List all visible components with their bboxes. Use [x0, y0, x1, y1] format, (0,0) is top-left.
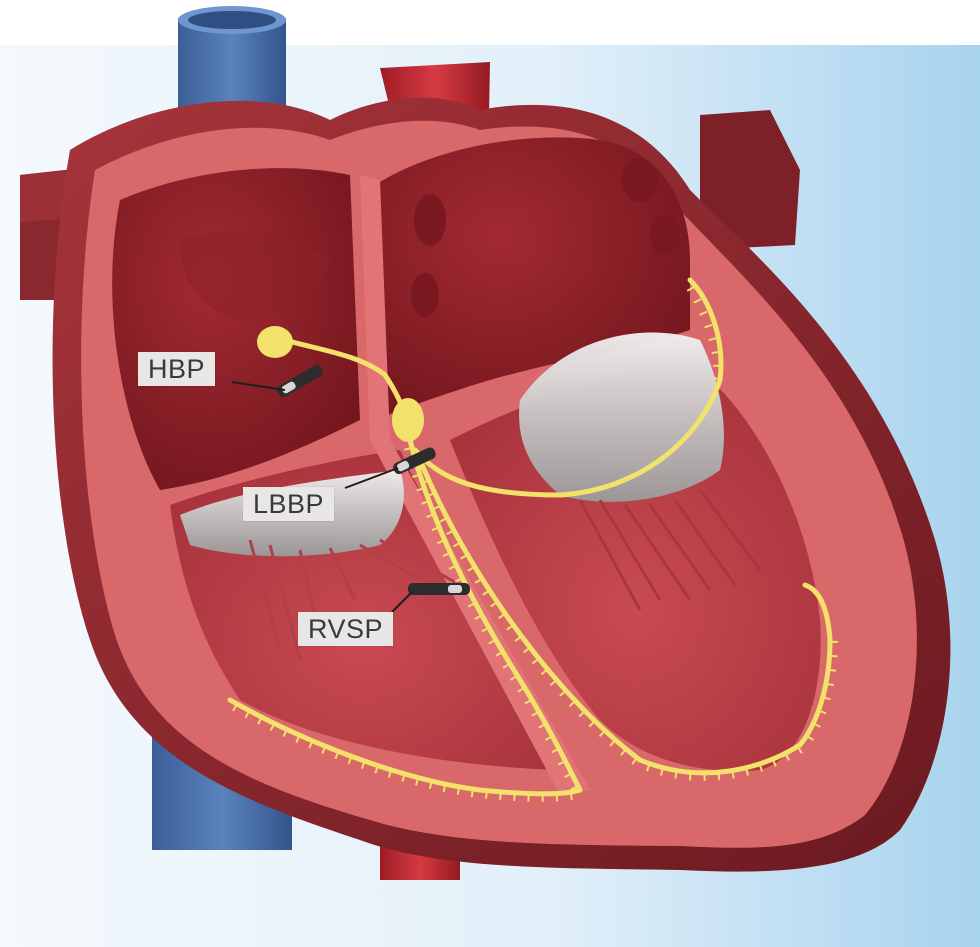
label-hbp: HBP — [138, 352, 215, 386]
label-rvsp: RVSP — [298, 612, 393, 646]
av-node — [257, 326, 293, 358]
label-lbbp: LBBP — [243, 487, 334, 521]
his-bundle-node — [392, 398, 424, 442]
